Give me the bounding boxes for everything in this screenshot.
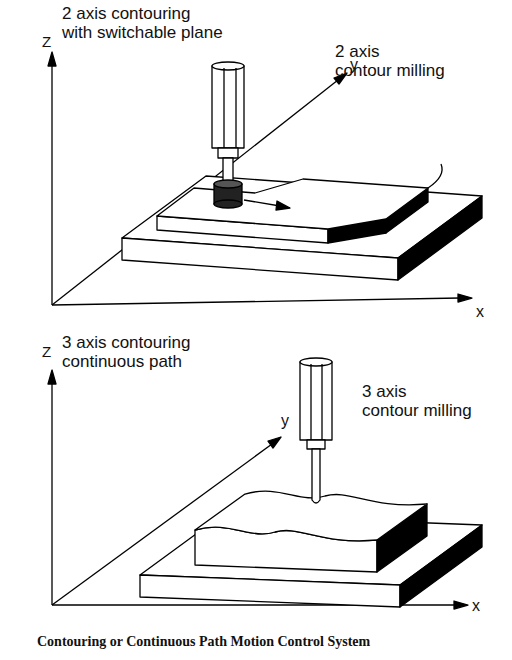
milling-cutter-top: [214, 180, 242, 188]
contour-path: [428, 164, 442, 188]
tool-collar: [218, 148, 238, 158]
z-axis: [51, 64, 52, 305]
axis-label: Z: [42, 34, 62, 51]
tool-shaft: [223, 158, 233, 183]
spindle-top: [212, 62, 244, 70]
panel-title: 2 axis contouring with switchable plane: [62, 4, 242, 42]
base-plate-front: [140, 575, 400, 607]
x-axis: [52, 298, 460, 305]
base-plate-front: [122, 238, 398, 280]
z-axis: [51, 382, 52, 605]
spindle-top: [300, 358, 332, 366]
spindle-shading: [235, 68, 236, 148]
ball-end-tool: [312, 449, 320, 503]
operation-label: 3 axis contour milling: [362, 382, 492, 420]
spindle-shading: [310, 364, 311, 440]
panel-title: 3 axis contouring continuous path: [62, 333, 242, 371]
axis-arrowhead: [458, 294, 472, 302]
axis-arrowhead: [48, 52, 56, 66]
workpiece-top: [157, 179, 428, 229]
feed-arrowhead: [276, 201, 290, 210]
axis-arrowhead: [454, 601, 468, 609]
axis-arrowhead: [48, 370, 56, 384]
axis-label: y: [281, 412, 301, 430]
feed-arrow: [244, 200, 280, 206]
axis-label: x: [472, 597, 492, 615]
axis-label: x: [476, 303, 496, 321]
figure-caption: Contouring or Continuous Path Motion Con…: [37, 634, 370, 650]
spindle-body: [212, 66, 244, 148]
spindle-shading: [223, 68, 224, 148]
axis-arrowhead: [268, 437, 281, 448]
milling-cutter-bottom: [214, 200, 242, 208]
axis-label: y: [350, 56, 370, 74]
workpiece-top: [195, 491, 427, 541]
spindle-shading: [321, 364, 322, 440]
tool-collar: [307, 440, 325, 449]
spindle-body: [300, 362, 332, 440]
axis-label: Z: [42, 344, 62, 361]
